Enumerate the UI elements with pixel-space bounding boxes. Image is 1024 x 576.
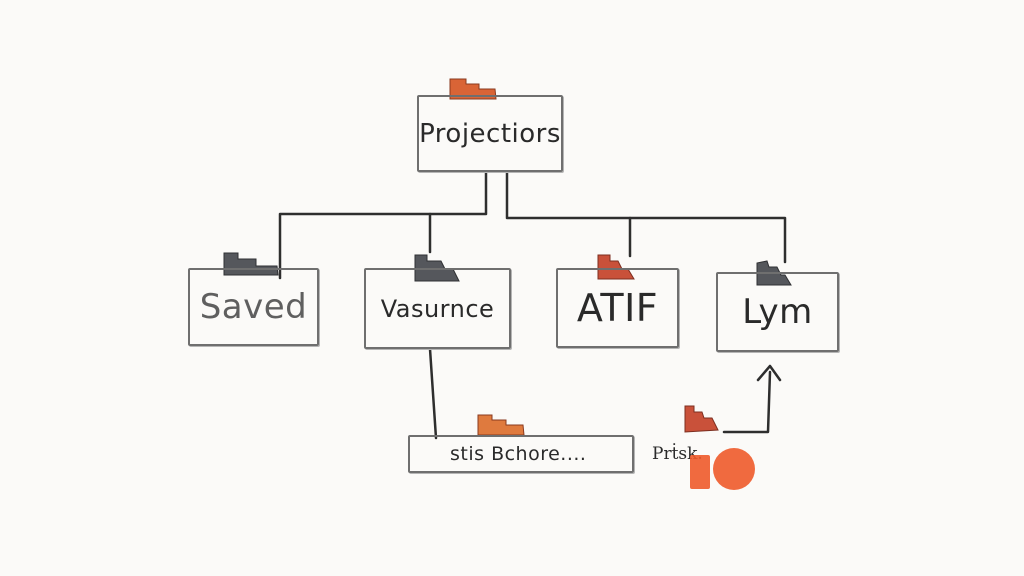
node-saved-label: Saved [199, 287, 308, 327]
arrow-head-icon [756, 364, 782, 382]
node-vasurnce[interactable]: Vasurnce [364, 268, 511, 349]
orange-marker-icon [688, 447, 758, 498]
node-lym[interactable]: Lym [716, 272, 839, 352]
node-lym-label: Lym [742, 292, 813, 332]
connector-note-lym [722, 370, 772, 434]
node-root-label: Projectiors [419, 118, 561, 149]
node-root[interactable]: Projectiors [417, 95, 563, 172]
connector-root-right [505, 170, 787, 264]
node-sub-item-label: stis Bchore.... [450, 443, 587, 465]
connector-vasurnce-child [428, 347, 438, 440]
node-vasurnce-label: Vasurnce [380, 294, 495, 323]
node-atif[interactable]: ATIF [556, 268, 679, 348]
connector-root-left [278, 170, 488, 280]
node-saved[interactable]: Saved [188, 268, 319, 346]
node-atif-label: ATIF [576, 286, 659, 330]
node-sub-item[interactable]: stis Bchore.... [408, 435, 634, 473]
